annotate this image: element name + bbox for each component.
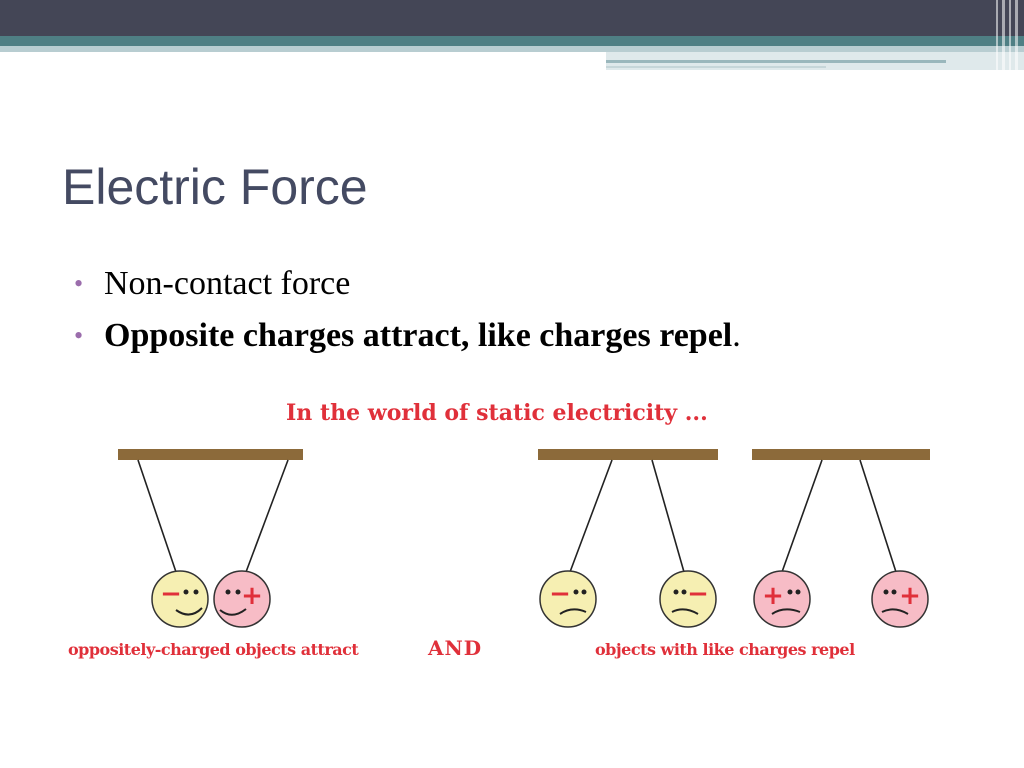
negative-sign: − xyxy=(160,579,182,609)
negative-ball-face-icon: − xyxy=(539,570,597,628)
bullet-dot-icon: • xyxy=(74,321,84,350)
pendulum-scene: − + − − + xyxy=(118,449,930,628)
string xyxy=(781,459,823,573)
positive-sign: + xyxy=(899,581,921,611)
bullet-item: • Opposite charges attract, like charges… xyxy=(74,314,741,366)
positive-sign: + xyxy=(241,581,263,611)
positive-ball-face-icon: + xyxy=(213,570,271,628)
string xyxy=(651,459,685,573)
and-caption: AND xyxy=(428,636,483,660)
string xyxy=(137,459,177,573)
repel-caption: objects with like charges repel xyxy=(595,640,855,659)
negative-ball-face-icon: − xyxy=(659,570,717,628)
support-bar xyxy=(538,449,718,460)
positive-sign: + xyxy=(762,581,784,611)
bullet-list: • Non-contact force • Opposite charges a… xyxy=(74,262,741,366)
string xyxy=(569,459,613,573)
negative-sign: − xyxy=(549,579,571,609)
string xyxy=(245,459,289,573)
header-bar xyxy=(0,0,1024,36)
bullet-text: Opposite charges attract, like charges r… xyxy=(104,317,733,354)
positive-ball-face-icon: + xyxy=(753,570,811,628)
header-line xyxy=(606,60,946,63)
negative-sign: − xyxy=(687,579,709,609)
bullet-item: • Non-contact force xyxy=(74,262,741,314)
header-stripes xyxy=(992,0,1024,70)
static-electricity-illustration: In the world of static electricity ... − xyxy=(60,396,940,676)
illustration-heading: In the world of static electricity ... xyxy=(286,400,708,426)
slide-title: Electric Force xyxy=(62,159,368,215)
header-light-band xyxy=(0,46,1024,52)
header-accent-band xyxy=(0,36,1024,46)
bullet-text: Non-contact force xyxy=(104,265,351,302)
support-bar xyxy=(752,449,930,460)
support-bar xyxy=(118,449,303,460)
negative-ball-face-icon: − xyxy=(151,570,209,628)
positive-ball-face-icon: + xyxy=(871,570,929,628)
bullet-suffix: . xyxy=(732,317,741,354)
attract-caption: oppositely-charged objects attract xyxy=(68,640,359,659)
bullet-dot-icon: • xyxy=(74,269,84,298)
string xyxy=(859,459,897,573)
header-line xyxy=(606,66,826,68)
